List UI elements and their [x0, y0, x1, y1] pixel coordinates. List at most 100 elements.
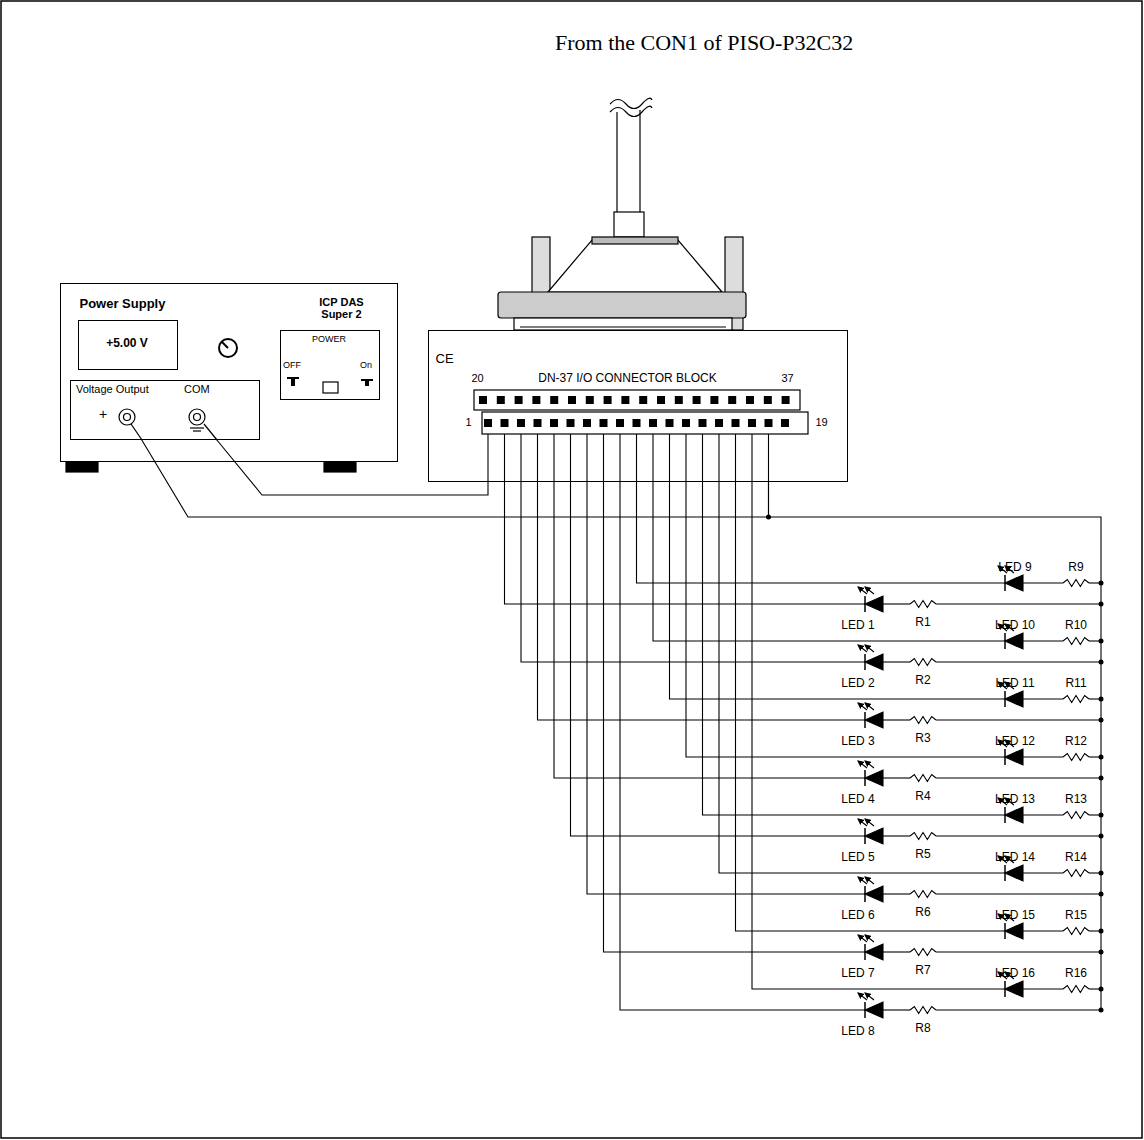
led-symbol — [1004, 633, 1006, 649]
led-symbol — [864, 944, 866, 960]
led-label: LED 1 — [841, 619, 874, 633]
node-text: POWER — [312, 334, 346, 344]
pin-square — [657, 396, 665, 404]
resistor-label: R1 — [915, 616, 930, 630]
led-label: LED 15 — [995, 909, 1035, 923]
resistor-symbol — [910, 717, 936, 724]
pin-square — [710, 396, 718, 404]
wire — [571, 434, 866, 836]
node-text: DN-37 I/O CONNECTOR BLOCK — [538, 372, 716, 386]
led-symbol — [865, 944, 883, 960]
led-symbol — [864, 596, 866, 612]
wire — [936, 719, 1101, 720]
resistor-symbol — [910, 949, 936, 956]
light-arrow — [865, 993, 874, 1000]
pin-square — [534, 419, 542, 427]
pin-square — [616, 419, 624, 427]
wire — [653, 434, 1005, 641]
wire — [736, 434, 1006, 931]
resistor-symbol — [910, 1007, 936, 1014]
resistor-symbol — [910, 833, 936, 840]
pin-square — [484, 419, 492, 427]
wire — [521, 434, 865, 662]
resistor-symbol — [1063, 696, 1089, 703]
pin-square — [550, 419, 558, 427]
pin-square — [583, 419, 591, 427]
wire — [883, 777, 910, 778]
light-arrow — [865, 819, 874, 826]
wire — [505, 434, 866, 604]
resistor-label: R4 — [915, 790, 930, 804]
resistor-symbol — [910, 659, 936, 666]
led-symbol — [864, 886, 866, 902]
resistor-label: R10 — [1065, 619, 1087, 633]
led-symbol — [864, 828, 866, 844]
led-circuit — [488, 434, 1104, 1018]
pin-square — [517, 419, 525, 427]
wire — [883, 835, 910, 836]
pin-square — [781, 419, 789, 427]
pin-square — [728, 396, 736, 404]
led-label: LED 8 — [841, 1025, 874, 1039]
pin-square — [675, 396, 683, 404]
resistor-label: R11 — [1065, 677, 1086, 691]
wire — [1023, 988, 1063, 989]
node-text: CE — [436, 352, 454, 367]
node-text: Voltage Output — [76, 383, 149, 396]
light-arrow — [865, 703, 874, 710]
pin-square — [639, 396, 647, 404]
resistor-label: R5 — [915, 848, 930, 862]
node-text: Power Supply — [80, 297, 166, 312]
pin-square — [693, 396, 701, 404]
resistor-label: R7 — [915, 964, 930, 978]
power-supply: Power SupplyICP DAS Super 2+5.00 VPOWERO… — [60, 283, 398, 462]
connector-block: CE20DN-37 I/O CONNECTOR BLOCK37119 — [428, 330, 848, 482]
led-symbol — [1005, 633, 1023, 649]
resistor-label: R2 — [915, 674, 930, 688]
node-text: 19 — [815, 416, 827, 429]
led-symbol — [1005, 923, 1023, 939]
light-arrow — [865, 877, 874, 884]
wire — [883, 661, 910, 662]
wire — [936, 1009, 1101, 1010]
resistor-label: R15 — [1065, 909, 1087, 923]
pin-strips — [474, 390, 808, 434]
node-text: 20 — [471, 372, 483, 385]
pin-square — [649, 419, 657, 427]
pin-square — [550, 396, 558, 404]
led-symbol — [865, 596, 883, 612]
led-symbol — [1005, 981, 1023, 997]
wire — [719, 434, 1005, 873]
resistor-label: R9 — [1068, 561, 1083, 575]
led-label: LED 13 — [995, 793, 1035, 807]
wire — [769, 434, 1102, 1010]
led-label: LED 16 — [995, 967, 1035, 981]
pin-square — [567, 419, 575, 427]
node-text: On — [360, 360, 372, 370]
node-text: OFF — [283, 360, 301, 370]
wire — [936, 951, 1101, 952]
wire — [554, 434, 865, 778]
led-label: LED 6 — [841, 909, 874, 923]
led-symbol — [1004, 691, 1006, 707]
resistor-symbol — [1063, 638, 1089, 645]
power-supply-details — [66, 339, 373, 472]
led-symbol — [1004, 575, 1006, 591]
supply-wire — [142, 440, 769, 518]
pin-square — [732, 419, 740, 427]
resistor-label: R3 — [915, 732, 930, 746]
resistor-symbol — [1063, 986, 1089, 993]
pin-square — [699, 419, 707, 427]
cable-source-note: From the CON1 of PISO-P32C32 — [555, 30, 853, 55]
node-text: ICP DAS Super 2 — [311, 296, 373, 321]
wire — [487, 434, 488, 482]
wire — [686, 434, 1005, 757]
pin-square — [764, 396, 772, 404]
led-symbol — [1005, 807, 1023, 823]
pin-square — [501, 419, 509, 427]
resistor-label: R8 — [915, 1022, 930, 1036]
wire — [1023, 814, 1063, 815]
wire — [936, 603, 1101, 604]
